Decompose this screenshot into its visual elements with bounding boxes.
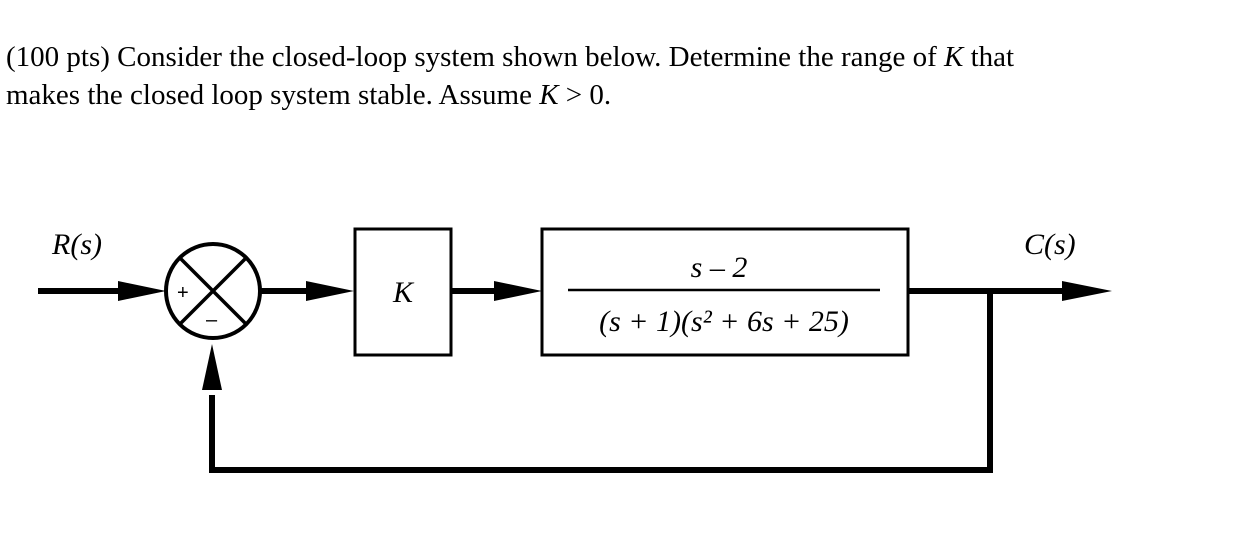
problem-line-2: makes the closed loop system stable. Ass… (6, 76, 1236, 114)
problem-text: (100 pts) Consider the closed-loop syste… (6, 41, 944, 73)
problem-text: that (963, 41, 1015, 73)
variable-k: K (539, 79, 559, 111)
plant-block (540, 227, 910, 357)
input-label: R(s) (51, 228, 102, 261)
gain-block (353, 227, 453, 357)
summing-junction (164, 242, 262, 340)
output-arrow (908, 281, 1112, 301)
plant-numerator: s – 2 (691, 251, 748, 284)
output-label: C(s) (1024, 228, 1076, 261)
sum-minus-sign: – (206, 309, 218, 331)
problem-text: makes the closed loop system stable. Ass… (6, 79, 540, 111)
gain-to-plant-arrow (451, 281, 542, 301)
variable-k: K (944, 41, 964, 73)
problem-text: > 0. (558, 79, 612, 111)
sum-to-gain-arrow (260, 281, 354, 301)
problem-line-1: (100 pts) Consider the closed-loop syste… (6, 38, 1236, 76)
plant-denominator: (s + 1)(s² + 6s + 25) (599, 305, 849, 338)
feedback-path (202, 291, 993, 473)
gain-label: K (392, 276, 415, 309)
sum-plus-sign: + (177, 282, 189, 304)
input-arrow (38, 281, 166, 301)
problem-statement: (100 pts) Consider the closed-loop syste… (6, 38, 1236, 114)
